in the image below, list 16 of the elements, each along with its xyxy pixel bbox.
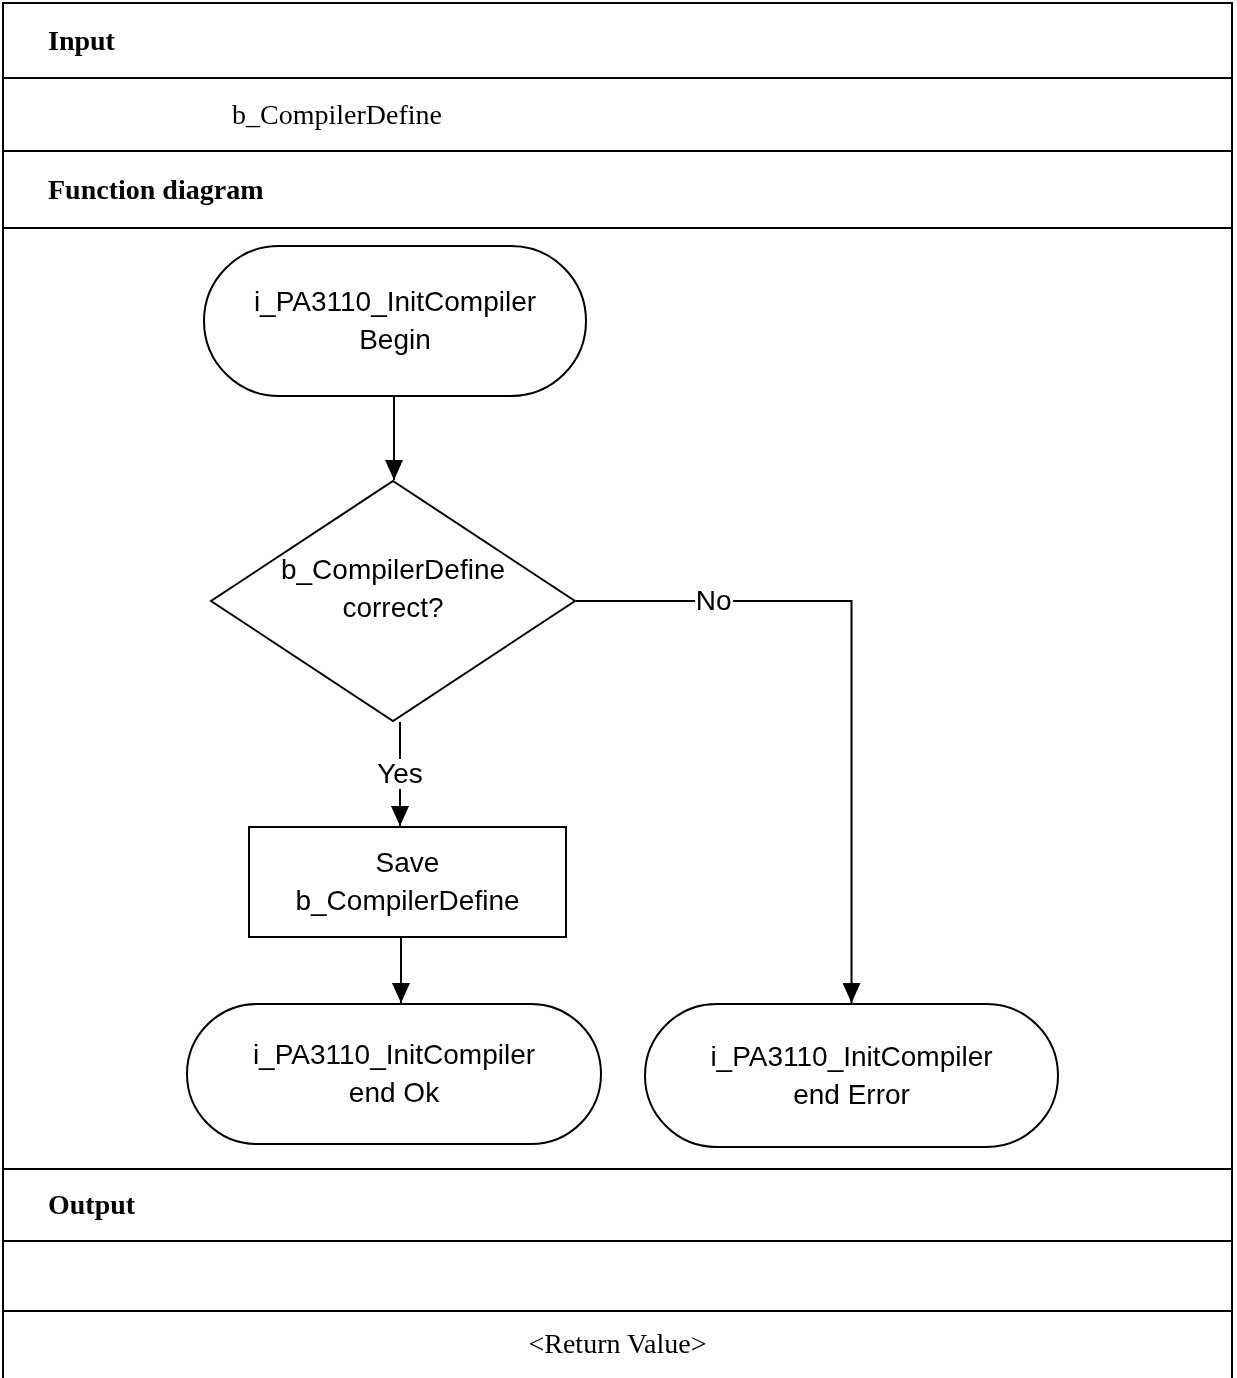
section-heading: Input xyxy=(48,24,115,57)
node-text: b_CompilerDefine correct? xyxy=(279,552,507,625)
node-text: i_PA3110_InitCompiler end Ok xyxy=(251,1038,537,1110)
edge-label: Yes xyxy=(376,759,424,789)
process-box xyxy=(248,826,567,938)
arrow xyxy=(392,937,410,1004)
decision-diamond xyxy=(210,480,576,722)
arrow xyxy=(575,600,861,1004)
return-value-text: <Return Value> xyxy=(528,1328,707,1360)
section-heading: Function diagram xyxy=(48,173,264,206)
section-heading: Output xyxy=(48,1189,136,1221)
node-text: i_PA3110_InitCompiler end Error xyxy=(709,1039,994,1112)
parameter-text: b_CompilerDefine xyxy=(232,98,442,131)
arrow xyxy=(385,396,403,481)
node-text: Save b_CompilerDefine xyxy=(294,846,521,918)
node-text: i_PA3110_InitCompiler Begin xyxy=(252,285,538,357)
